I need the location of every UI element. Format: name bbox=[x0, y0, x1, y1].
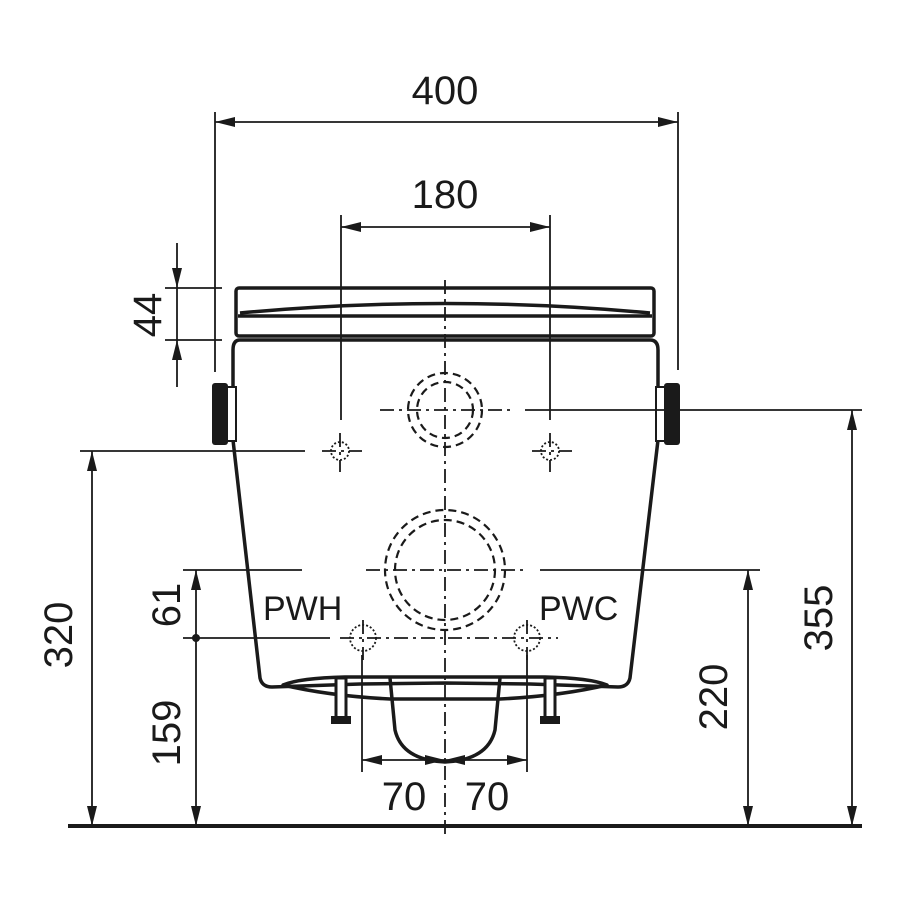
toilet-lid bbox=[234, 286, 656, 338]
dim-label-61: 61 bbox=[145, 583, 189, 628]
mounting-bolt-left bbox=[331, 676, 351, 724]
dim-label-159: 159 bbox=[145, 700, 189, 767]
dim-label-355: 355 bbox=[797, 585, 841, 652]
drain-connection-circle bbox=[366, 508, 524, 632]
pwc-connection bbox=[513, 620, 541, 660]
extension-lines bbox=[80, 112, 862, 772]
mounting-bolt-right bbox=[540, 676, 560, 724]
label-pwc: PWC bbox=[539, 590, 618, 628]
dim-label-320: 320 bbox=[37, 602, 81, 669]
dim-label-400: 400 bbox=[412, 69, 479, 113]
dim-label-70-right: 70 bbox=[465, 775, 510, 819]
bolt-hole-right-upper bbox=[532, 433, 572, 472]
toilet-base bbox=[281, 675, 609, 701]
dim-label-220: 220 bbox=[692, 664, 736, 731]
label-pwh: PWH bbox=[263, 590, 342, 628]
side-handle-left bbox=[212, 383, 237, 445]
dim-label-180: 180 bbox=[412, 173, 479, 217]
dim-label-44: 44 bbox=[126, 293, 170, 338]
bolt-hole-left-upper bbox=[322, 433, 362, 472]
dim-label-70-left: 70 bbox=[382, 775, 427, 819]
side-handle-right bbox=[655, 383, 680, 445]
pwh-connection bbox=[349, 620, 377, 660]
upper-connection-circle bbox=[380, 371, 512, 449]
